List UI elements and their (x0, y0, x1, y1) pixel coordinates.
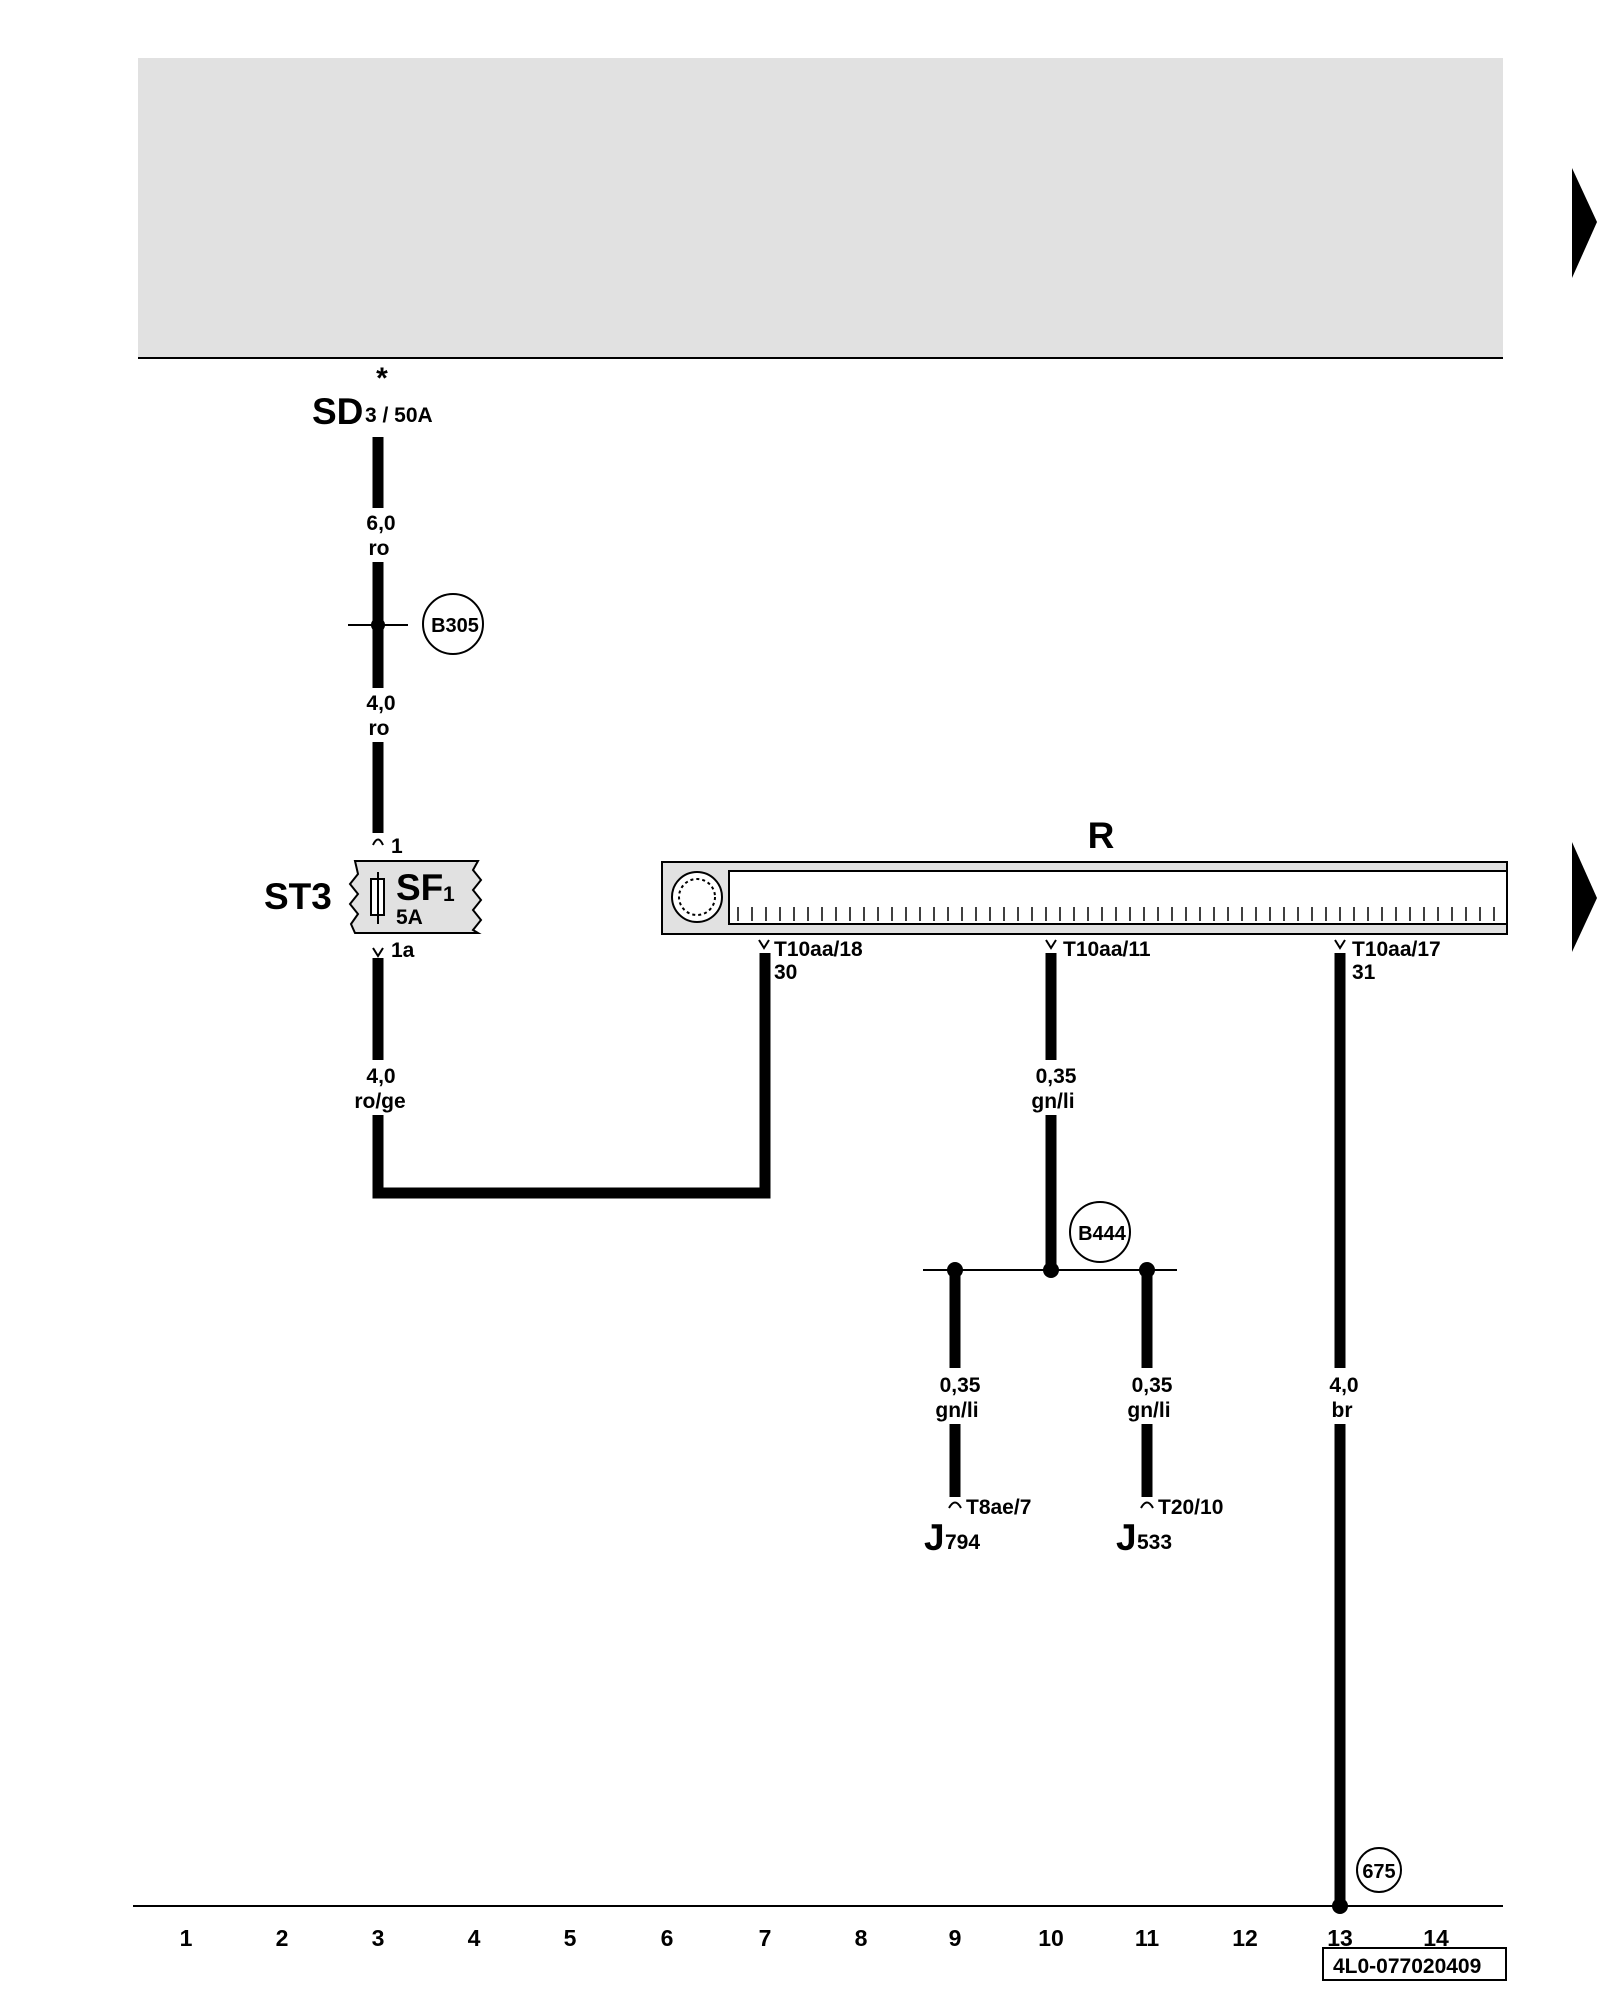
wire-b305-sf-size: 4,0 (366, 692, 395, 715)
column-number: 3 (372, 1925, 385, 1951)
radio-connector-ticks (737, 907, 1495, 921)
wire-sf-r[interactable] (372, 953, 771, 1199)
wire-r-b444-size: 0,35 (1036, 1065, 1077, 1088)
r-label: R (1088, 815, 1115, 856)
column-number: 6 (661, 1925, 674, 1951)
column-number: 7 (759, 1925, 772, 1951)
r-pin-30-code: T10aa/18 (774, 938, 863, 961)
footer-code-box (1322, 1947, 1507, 1981)
footer-code: 4L0-077020409 (1333, 1955, 1481, 1978)
j794-label: J (924, 1517, 945, 1558)
wire-r-ground-color: br (1332, 1399, 1353, 1422)
sf-pin-out-icon (372, 947, 384, 958)
ground-675-bubble[interactable] (1356, 1847, 1402, 1893)
column-number: 12 (1232, 1925, 1258, 1951)
wire-r-ground-size: 4,0 (1329, 1374, 1358, 1397)
j794-pin-code: T8ae/7 (966, 1496, 1031, 1519)
column-number: 11 (1135, 1925, 1160, 1951)
splice-b305-bubble[interactable] (422, 593, 484, 655)
r-pin-31-icon (1334, 939, 1346, 950)
wire-b444-j794-size: 0,35 (940, 1374, 981, 1397)
r-pin-30-terminal: 30 (774, 961, 797, 984)
radio-connector-strip (728, 870, 1508, 925)
header-band (138, 58, 1503, 358)
ground-675-label: 675 (1362, 1861, 1395, 1883)
splice-b444-dot-center (1043, 1262, 1059, 1278)
column-number: 4 (468, 1925, 481, 1951)
sf-pin-in-icon (372, 838, 384, 846)
wire-sf-r-color: ro/ge (354, 1090, 405, 1113)
sf-pin-in: 1 (391, 835, 403, 858)
r-pin-31-code: T10aa/17 (1352, 938, 1441, 961)
wire-b444-j794-color: gn/li (935, 1399, 978, 1422)
column-number: 1 (180, 1925, 193, 1951)
column-number: 5 (564, 1925, 577, 1951)
j794-sub: 794 (945, 1531, 980, 1554)
wire-b305-sf-color: ro (369, 717, 390, 740)
column-number: 13 (1327, 1925, 1353, 1951)
column-number: 14 (1423, 1925, 1449, 1951)
wire-sd-b305-size: 6,0 (366, 512, 395, 535)
continuation-arrow-icon[interactable] (1572, 168, 1597, 278)
splice-b305-label: B305 (431, 615, 479, 637)
continuation-arrow-icon[interactable] (1572, 842, 1597, 952)
j533-pin-code: T20/10 (1158, 1496, 1223, 1519)
r-pin-31-terminal: 31 (1352, 961, 1376, 984)
wire-sd-b305-color: ro (369, 537, 390, 560)
r-pin-11-icon (1045, 939, 1057, 950)
splice-b444-bubble[interactable] (1069, 1201, 1131, 1263)
r-pin-30-icon (758, 939, 770, 950)
splice-b444-label: B444 (1078, 1223, 1127, 1245)
st3-label: ST3 (264, 876, 332, 917)
column-number: 8 (855, 1925, 868, 1951)
wire-sf-r-size: 4,0 (366, 1065, 395, 1088)
j533-sub: 533 (1137, 1531, 1172, 1554)
sd-sub: 3 / 50A (365, 404, 433, 427)
radio-knob-inner-icon (678, 878, 716, 916)
j533-pin-icon (1140, 1501, 1154, 1509)
sf-sub: 1 (443, 883, 455, 906)
r-pin-11-code: T10aa/11 (1063, 938, 1151, 961)
sf-label: SF (396, 867, 443, 908)
column-number: 10 (1038, 1925, 1064, 1951)
wire-b444-j533-size: 0,35 (1132, 1374, 1173, 1397)
j533-label: J (1116, 1517, 1137, 1558)
wire-r-b444-color: gn/li (1031, 1090, 1074, 1113)
sd-marker: * (376, 362, 388, 395)
sf-rating: 5A (396, 906, 423, 929)
column-number: 2 (276, 1925, 289, 1951)
sf-pin-out: 1a (391, 939, 415, 962)
wire-b444-j533-color: gn/li (1127, 1399, 1170, 1422)
j794-pin-icon (948, 1501, 962, 1509)
column-number: 9 (949, 1925, 962, 1951)
sd-label: SD (312, 391, 363, 432)
